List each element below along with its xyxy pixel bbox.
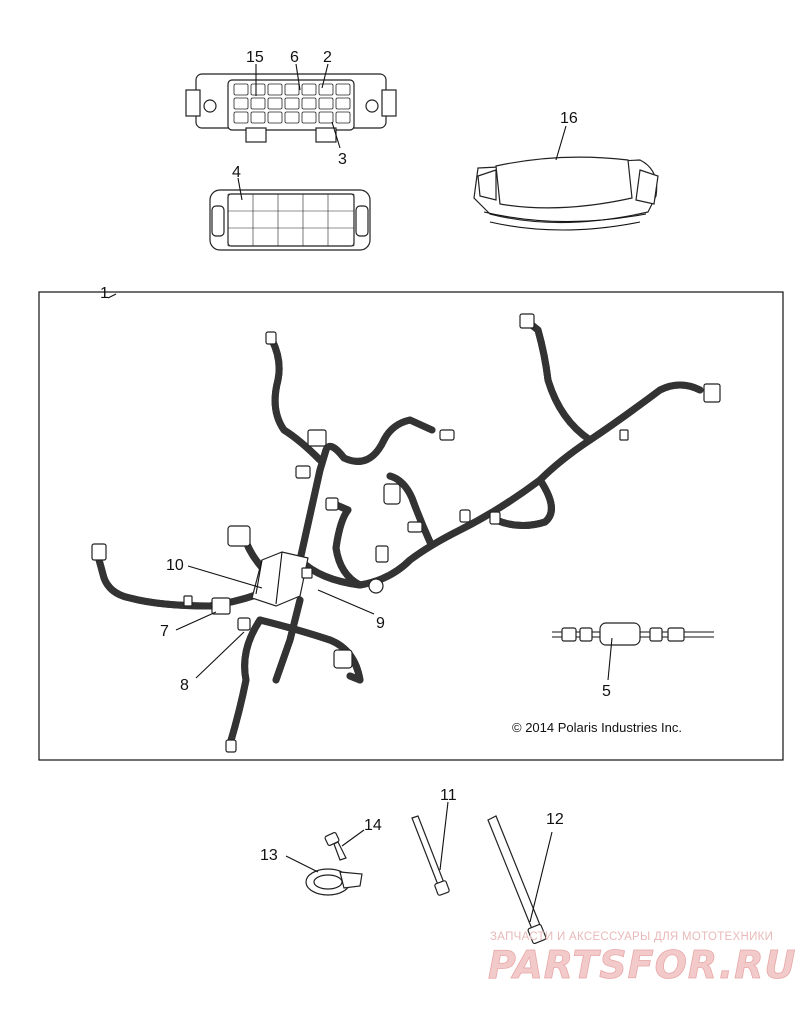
- fuse-slot: [250, 111, 266, 124]
- fuse-slot: [318, 97, 334, 110]
- fuse-slot: [284, 97, 300, 110]
- callout-7: 7: [160, 623, 169, 640]
- fuse-slot: [284, 83, 300, 96]
- watermark-brand: PARTSFOR.RU: [488, 943, 796, 987]
- callout-10: 10: [166, 557, 184, 574]
- fuse-slot: [301, 97, 317, 110]
- fuse-slot: [233, 111, 249, 124]
- fuse-slot: [267, 97, 283, 110]
- bolt: [324, 831, 347, 861]
- inline-fuse-holder: [552, 622, 714, 646]
- callout-16: 16: [560, 110, 578, 127]
- cable-tie-long: [487, 815, 547, 945]
- callout-14: 14: [364, 817, 382, 834]
- cable-tie-short: [411, 815, 450, 896]
- callout-15: 15: [246, 49, 264, 66]
- watermark-tagline: ЗАПЧАСТИ И АКСЕССУАРЫ ДЛЯ МОТОТЕХНИКИ: [490, 931, 773, 943]
- p-clamp: [305, 868, 363, 896]
- fuse-slot: [301, 111, 317, 124]
- fuse-relay-box: [185, 73, 397, 143]
- watermark: ЗАПЧАСТИ И АКСЕССУАРЫ ДЛЯ МОТОТЕХНИКИ PA…: [488, 931, 796, 987]
- fuse-slot: [267, 83, 283, 96]
- rubber-cover: [473, 156, 659, 231]
- callout-12: 12: [546, 811, 564, 828]
- callout-9: 9: [376, 615, 385, 632]
- fuse-slot: [335, 83, 351, 96]
- fuse-slot: [233, 97, 249, 110]
- fuse-slot: [233, 83, 249, 96]
- fuse-slot: [335, 111, 351, 124]
- main-wire-harness: [91, 313, 721, 753]
- fuse-slot: [318, 83, 334, 96]
- callout-3: 3: [338, 151, 347, 168]
- callout-5: 5: [602, 683, 611, 700]
- callout-labels: 15 6 2 3 4 16 1 10 7 8 9 5 11 12 13 14: [100, 49, 611, 864]
- callout-2: 2: [323, 49, 332, 66]
- callout-11: 11: [440, 787, 457, 804]
- callout-8: 8: [180, 677, 189, 694]
- callout-13: 13: [260, 847, 278, 864]
- callout-1: 1: [100, 285, 109, 302]
- fuse-slot: [284, 111, 300, 124]
- fuse-box-cover: [209, 189, 371, 251]
- callout-6: 6: [290, 49, 299, 66]
- harness-frame: [38, 291, 784, 761]
- leader-lines: [107, 63, 613, 923]
- callout-4: 4: [232, 164, 241, 181]
- fuse-slot: [301, 83, 317, 96]
- fuse-slot: [250, 97, 266, 110]
- fuse-slot: [335, 97, 351, 110]
- fuse-slot: [267, 111, 283, 124]
- copyright-text: © 2014 Polaris Industries Inc.: [512, 720, 682, 735]
- fuse-slot: [250, 83, 266, 96]
- fuse-slot: [318, 111, 334, 124]
